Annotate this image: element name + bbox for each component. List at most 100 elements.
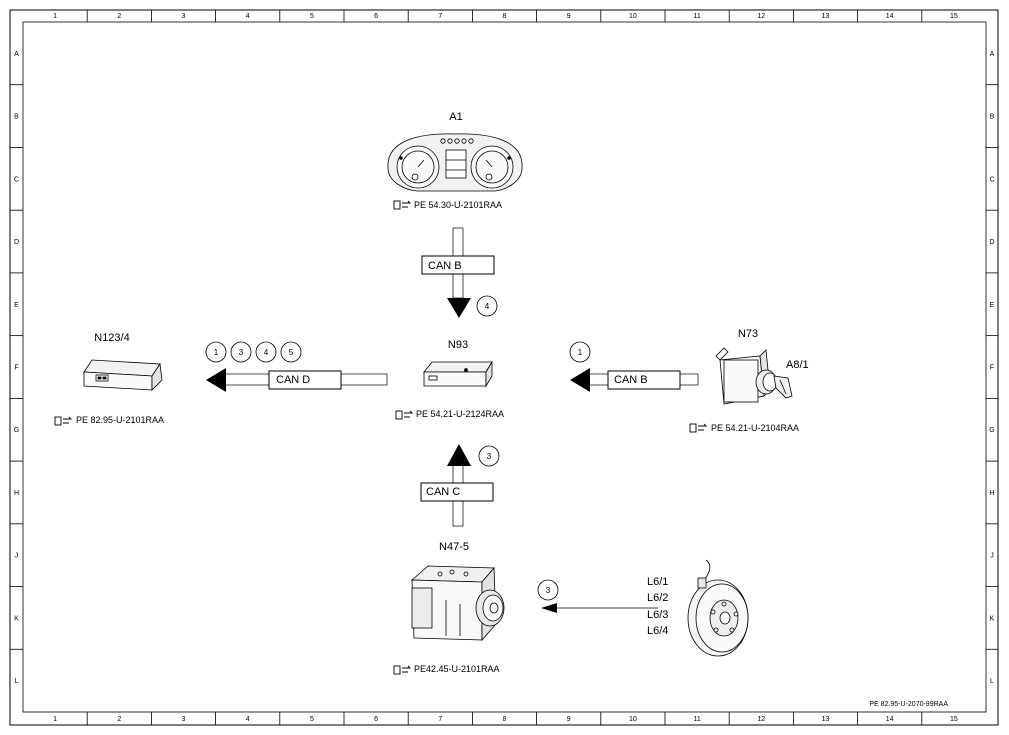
grid-row-label: D	[14, 239, 19, 246]
grid-column-label: 1	[53, 716, 57, 723]
grid-column-label: 3	[182, 13, 186, 20]
grid-column-label: 4	[246, 716, 250, 723]
instrument-cluster-a1[interactable]: A1 PE 54.30-U-2101RAA	[387, 111, 523, 210]
document-reference: PE 82.95-U-2070-99RAA	[869, 701, 948, 708]
module-icon	[83, 359, 163, 391]
grid-row-label: G	[14, 427, 19, 434]
can-b-top-label: CAN B	[428, 260, 462, 272]
arrow-left-icon	[570, 368, 590, 392]
outer-frame	[9, 9, 999, 726]
signal-number: 5	[289, 348, 294, 357]
n73-label: N73	[738, 328, 758, 340]
signal-circle	[569, 341, 591, 363]
can-b-right-label: CAN B	[614, 374, 648, 386]
can-c-link[interactable]: CAN C 3	[420, 444, 500, 527]
a1-ref: PE 54.30-U-2101RAA	[414, 200, 502, 210]
control-unit-n47-5[interactable]: N47-5 PE42.45-U-2101RAA	[393, 541, 505, 675]
n93-ref: PE 54.21-U-2124RAA	[416, 409, 504, 419]
grid-column-label: 11	[693, 13, 700, 20]
can-c-label: CAN C	[426, 486, 460, 498]
grid-row-label: K	[14, 615, 19, 622]
grid-column-label: 8	[503, 13, 507, 20]
grid-row-label: F	[14, 365, 18, 372]
control-unit-n93[interactable]: N93 PE 54.21-U-2124RAA	[395, 339, 504, 420]
brake-disc-icon	[687, 559, 749, 657]
arrow-up-icon	[447, 444, 471, 466]
ignition-switch-icon	[715, 347, 793, 405]
signal-circles-left: 1 3 4 5	[205, 341, 302, 363]
grid-column-label: 5	[310, 716, 314, 723]
grid-row-label: J	[990, 553, 994, 560]
n93-label: N93	[448, 339, 468, 351]
grid-column-label: 4	[246, 13, 250, 20]
manual-ref-icon	[54, 416, 73, 426]
grid-row-label: H	[989, 490, 994, 497]
signal-number: 3	[546, 586, 551, 595]
grid-column-label: 9	[567, 716, 571, 723]
inner-frame	[22, 21, 987, 713]
grid-column-label: 6	[374, 13, 378, 20]
a1-label: A1	[449, 111, 462, 123]
l6-4-label: L6/4	[647, 625, 668, 637]
grid-column-label: 9	[567, 13, 571, 20]
grid-column-label: 12	[757, 716, 765, 723]
grid-column-label: 6	[374, 716, 378, 723]
signal-number: 1	[214, 348, 219, 357]
signal-number: 4	[485, 302, 490, 311]
signal-circle	[476, 295, 498, 317]
grid-column-label: 13	[822, 13, 830, 20]
signal-number: 1	[578, 348, 583, 357]
grid-column-label: 2	[117, 716, 121, 723]
grid-column-label: 15	[950, 13, 958, 20]
control-unit-n123-4[interactable]: N123/4 PE 82.95-U-2101RAA	[54, 332, 164, 426]
wheel-speed-signal-link[interactable]: 3	[537, 579, 658, 613]
grid-labels: 1122334455667788991010111112121313141415…	[14, 13, 995, 723]
grid-row-label: A	[990, 51, 995, 58]
grid-column-label: 15	[950, 716, 958, 723]
grid-column-label: 7	[438, 13, 442, 20]
grid-column-label: 1	[53, 13, 57, 20]
grid-column-label: 10	[629, 716, 637, 723]
can-b-top-link[interactable]: CAN B 4	[421, 227, 498, 318]
grid-ticks	[10, 10, 998, 725]
grid-column-label: 7	[438, 716, 442, 723]
ignition-switch-n73[interactable]: N73 A8/1 PE 54.21-U-2104RAA	[689, 328, 809, 433]
cluster-icon	[387, 133, 523, 192]
grid-column-label: 14	[886, 716, 894, 723]
n123-4-ref: PE 82.95-U-2101RAA	[76, 415, 164, 425]
can-d-label: CAN D	[276, 374, 310, 386]
grid-row-label: E	[14, 302, 19, 309]
l6-3-label: L6/3	[647, 609, 668, 621]
grid-column-label: 14	[886, 13, 894, 20]
n47-5-label: N47-5	[439, 541, 469, 553]
grid-row-label: C	[989, 176, 994, 183]
grid-row-label: L	[15, 678, 19, 685]
hydraulic-unit-icon	[410, 565, 505, 642]
a8-1-label: A8/1	[786, 359, 809, 371]
can-b-right-link[interactable]: CAN B 1	[569, 341, 699, 392]
l6-1-label: L6/1	[647, 576, 668, 588]
manual-ref-icon	[395, 410, 414, 420]
n73-ref: PE 54.21-U-2104RAA	[711, 423, 799, 433]
can-c-box	[420, 482, 494, 502]
wheel-speed-sensors-l6[interactable]: L6/1 L6/2 L6/3 L6/4	[647, 559, 749, 657]
signal-number: 4	[264, 348, 269, 357]
grid-row-label: D	[989, 239, 994, 246]
can-d-link[interactable]: CAN D 1 3 4 5	[205, 341, 388, 392]
manual-ref-icon	[689, 423, 708, 433]
arrow-left-icon	[206, 368, 226, 392]
can-b-top-box	[421, 255, 495, 275]
signal-number: 3	[239, 348, 244, 357]
signal-number: 3	[487, 452, 492, 461]
grid-row-label: J	[15, 553, 19, 560]
grid-row-label: B	[990, 114, 995, 121]
signal-circle	[537, 579, 559, 601]
grid-column-label: 3	[182, 716, 186, 723]
n47-5-ref: PE42.45-U-2101RAA	[414, 664, 500, 674]
manual-ref-icon	[393, 665, 412, 675]
grid-row-label: E	[990, 302, 995, 309]
n123-4-label: N123/4	[94, 332, 129, 344]
grid-column-label: 5	[310, 13, 314, 20]
grid-row-label: L	[990, 678, 994, 685]
